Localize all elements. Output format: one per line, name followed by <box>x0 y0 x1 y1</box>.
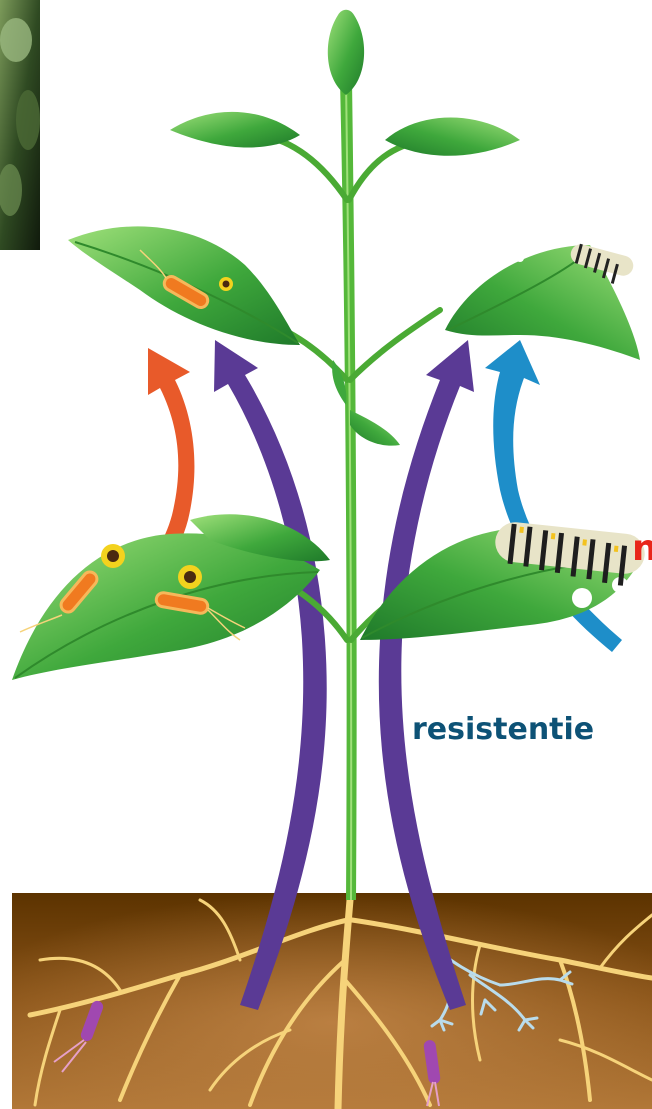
cut-off-label: n <box>632 528 652 569</box>
leaf-upper-left <box>170 112 300 148</box>
inset-photo <box>0 0 40 250</box>
leaf-upper-right <box>385 118 520 156</box>
lesion-spot-icon <box>101 544 125 568</box>
leaf-small-center-left <box>332 360 346 405</box>
flower-bud <box>328 10 364 95</box>
lesion-spot-icon <box>178 565 202 589</box>
leaf-mid-left <box>68 226 300 345</box>
leaf-lower-left <box>12 514 330 680</box>
resistance-label: resistentie <box>412 712 594 747</box>
leaf-small-center <box>350 410 400 446</box>
leaf-mid-right <box>445 242 640 360</box>
stem <box>340 80 357 900</box>
lesion-spot-icon <box>219 277 233 291</box>
